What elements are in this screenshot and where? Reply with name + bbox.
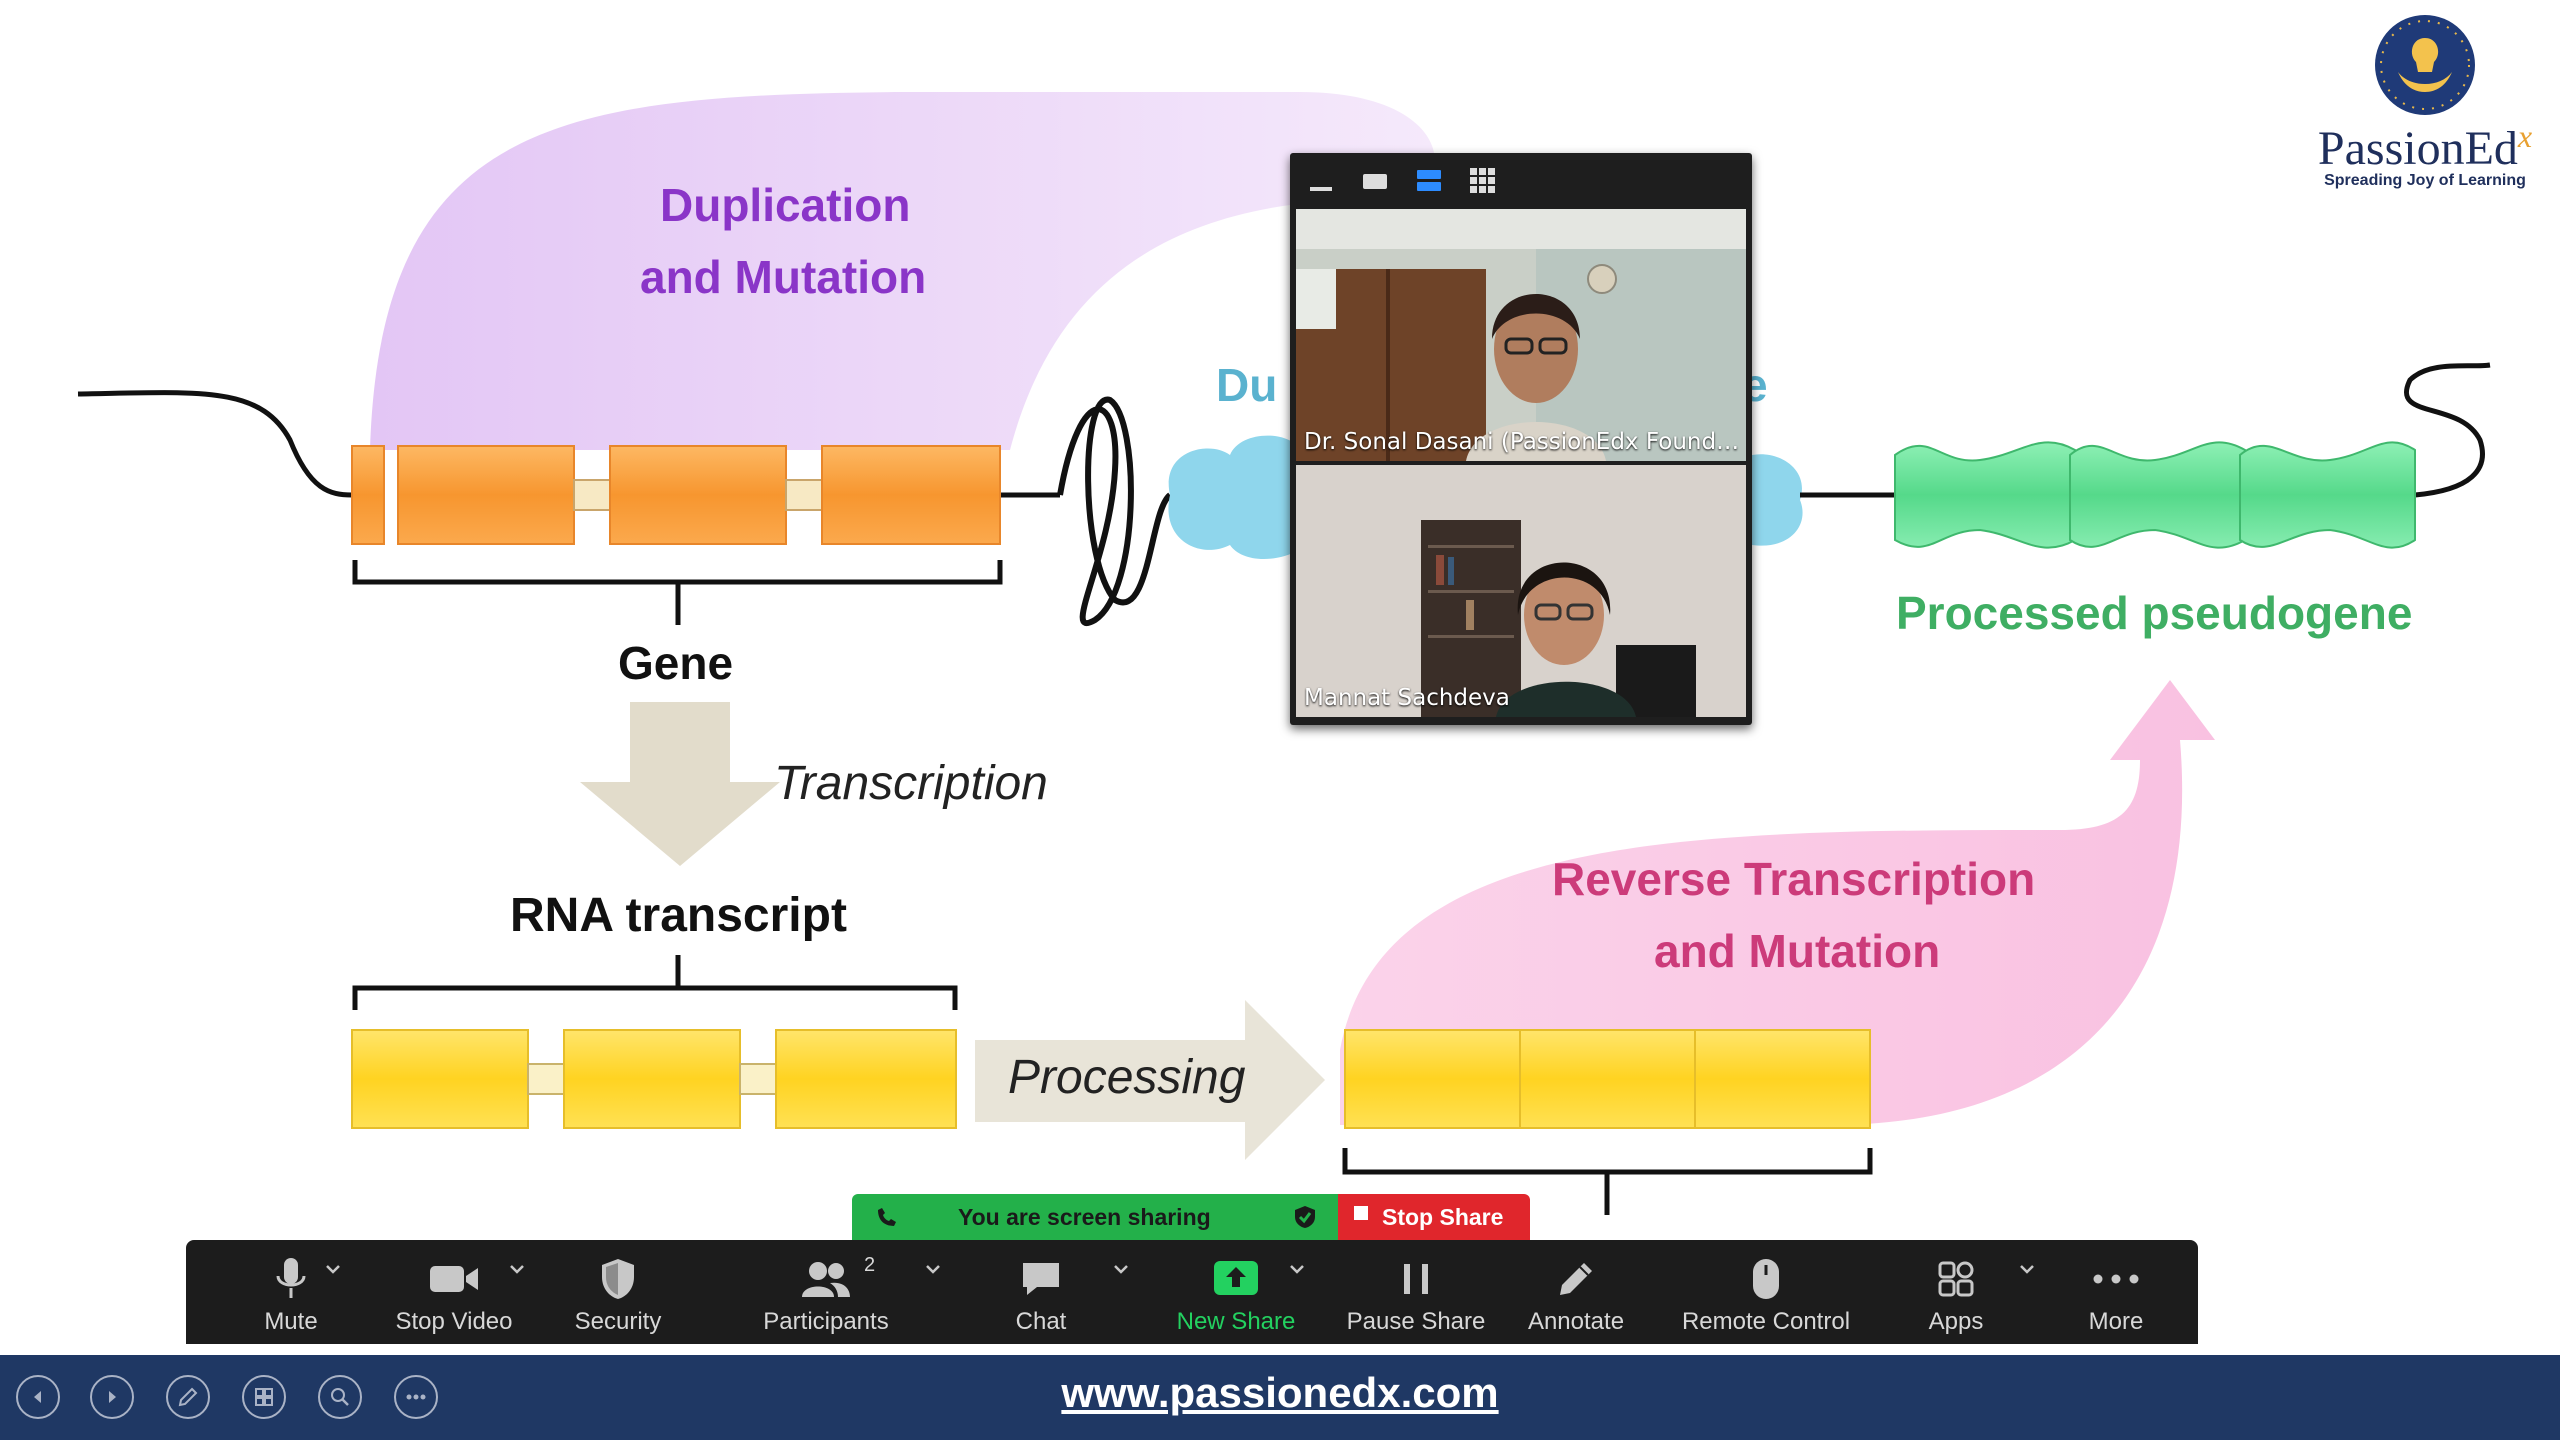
pencil-icon	[1506, 1254, 1646, 1304]
participant-video	[1296, 465, 1746, 717]
next-slide-icon[interactable]	[90, 1375, 134, 1419]
hidden-label-fragment: Du	[1216, 359, 1278, 411]
video-camera-icon	[384, 1254, 524, 1304]
participants-count: 2	[864, 1254, 876, 1276]
participant-video	[1296, 209, 1746, 461]
annotate-button[interactable]: Annotate	[1506, 1240, 1646, 1344]
apps-label: Apps	[1928, 1308, 1984, 1335]
participant-tile[interactable]: Mannat Sachdeva	[1296, 465, 1746, 717]
gallery-view-icon[interactable]	[1468, 167, 1498, 195]
share-options-chevron-icon[interactable]	[1286, 1258, 1308, 1280]
stop-share-label: Stop Share	[1382, 1204, 1504, 1230]
participants-button[interactable]: 2 Participants	[746, 1240, 906, 1344]
reverse-label-line1: Reverse Transcription	[1552, 853, 2036, 905]
reverse-label-line2: and Mutation	[1654, 925, 1941, 977]
stop-video-button[interactable]: Stop Video	[384, 1240, 524, 1344]
duplication-arc	[370, 92, 1435, 450]
apps-icon	[1906, 1254, 2006, 1304]
pen-tool-icon[interactable]	[166, 1375, 210, 1419]
mute-button[interactable]: Mute	[236, 1240, 346, 1344]
video-panel-toolbar	[1290, 153, 1752, 207]
passionedx-logo: PassionEdx Spreading Joy of Learning	[2300, 10, 2550, 190]
logo-name: PassionEd	[2317, 122, 2518, 175]
security-label: Security	[574, 1308, 662, 1335]
chat-bubble-icon	[986, 1254, 1096, 1304]
transcription-label: Transcription	[774, 757, 1048, 810]
participants-icon	[746, 1254, 906, 1304]
pseudogene-diagram	[77, 92, 2491, 1215]
chat-label: Chat	[1015, 1308, 1067, 1335]
logo-emblem-icon	[2375, 15, 2475, 115]
transcription-arrow	[580, 702, 780, 866]
rna-transcript-label: RNA transcript	[510, 889, 847, 942]
dna-strand-left	[77, 390, 353, 498]
processed-pseudogene-label: Processed pseudogene	[1896, 587, 2413, 639]
pause-share-label: Pause Share	[1346, 1308, 1486, 1335]
participants-options-chevron-icon[interactable]	[922, 1258, 944, 1280]
microphone-icon	[236, 1254, 346, 1304]
more-button[interactable]: More	[2066, 1240, 2166, 1344]
chat-options-chevron-icon[interactable]	[1110, 1258, 1132, 1280]
pause-icon	[1336, 1254, 1496, 1304]
remote-control-button[interactable]: Remote Control	[1666, 1240, 1866, 1344]
cloud-right	[1752, 454, 1803, 546]
stop-share-button[interactable]: Stop Share	[1338, 1194, 1530, 1240]
logo-superscript: x	[2517, 118, 2533, 154]
participant-name: Mannat Sachdeva	[1304, 685, 1510, 711]
slide-content: Duplication and Mutation Du e Gene Trans…	[77, 10, 2550, 1215]
video-panel[interactable]: Dr. Sonal Dasani (PassionEdx Foundatio..…	[1290, 153, 1752, 725]
gene-label: Gene	[618, 637, 734, 689]
cloud-left	[1168, 435, 1300, 560]
stop-video-label: Stop Video	[395, 1308, 513, 1335]
sharing-status[interactable]: You are screen sharing	[852, 1194, 1338, 1240]
new-share-label: New Share	[1176, 1308, 1296, 1335]
more-label: More	[2088, 1308, 2144, 1335]
mute-label: Mute	[264, 1308, 318, 1335]
more-dots-icon	[2066, 1254, 2166, 1304]
website-link[interactable]: www.passionedx.com	[1061, 1369, 1499, 1416]
stop-square-icon	[1354, 1206, 1368, 1220]
zoom-magnifier-icon[interactable]	[318, 1375, 362, 1419]
meeting-toolbar: Mute Stop Video Security 2 Participants …	[186, 1240, 2198, 1344]
screen-share-banner: You are screen sharing Stop Share	[852, 1194, 1530, 1240]
security-button[interactable]: Security	[558, 1240, 678, 1344]
apps-button[interactable]: Apps	[1906, 1240, 2006, 1344]
dna-strand-right	[2404, 362, 2491, 498]
audio-options-chevron-icon[interactable]	[322, 1258, 344, 1280]
annotate-label: Annotate	[1527, 1308, 1625, 1335]
participant-tile[interactable]: Dr. Sonal Dasani (PassionEdx Foundatio..…	[1296, 209, 1746, 461]
minimize-icon[interactable]	[1306, 167, 1336, 195]
shield-icon	[558, 1254, 678, 1304]
pseudogene-segment	[1894, 441, 2076, 549]
shield-check-icon	[1292, 1204, 1318, 1235]
apps-options-chevron-icon[interactable]	[2016, 1258, 2038, 1280]
share-screen-icon	[1166, 1254, 1306, 1304]
strip-view-icon[interactable]	[1414, 167, 1444, 195]
reverse-arc	[1340, 680, 2215, 1125]
pseudogene-segment	[2239, 441, 2416, 549]
phone-icon	[874, 1204, 900, 1235]
chat-button[interactable]: Chat	[986, 1240, 1096, 1344]
processing-arrow	[975, 1000, 1325, 1160]
video-options-chevron-icon[interactable]	[506, 1258, 528, 1280]
new-share-button[interactable]: New Share	[1166, 1240, 1306, 1344]
participants-label: Participants	[763, 1308, 889, 1335]
mouse-icon	[1666, 1254, 1866, 1304]
presentation-footer: www.passionedx.com	[0, 1355, 2560, 1440]
duplication-label-line2: and Mutation	[640, 251, 927, 303]
pause-share-button[interactable]: Pause Share	[1336, 1240, 1496, 1344]
slide-sorter-icon[interactable]	[242, 1375, 286, 1419]
participant-name: Dr. Sonal Dasani (PassionEdx Foundatio..…	[1304, 429, 1744, 455]
logo-tagline: Spreading Joy of Learning	[2324, 172, 2526, 189]
remote-control-label: Remote Control	[1681, 1308, 1851, 1335]
processing-label: Processing	[1008, 1051, 1246, 1104]
more-options-icon[interactable]	[394, 1375, 438, 1419]
duplication-label-line1: Duplication	[660, 179, 911, 231]
pseudogene-segment	[2069, 441, 2246, 549]
previous-slide-icon[interactable]	[16, 1375, 60, 1419]
sharing-status-text: You are screen sharing	[958, 1204, 1211, 1230]
speaker-view-icon[interactable]	[1360, 167, 1390, 195]
